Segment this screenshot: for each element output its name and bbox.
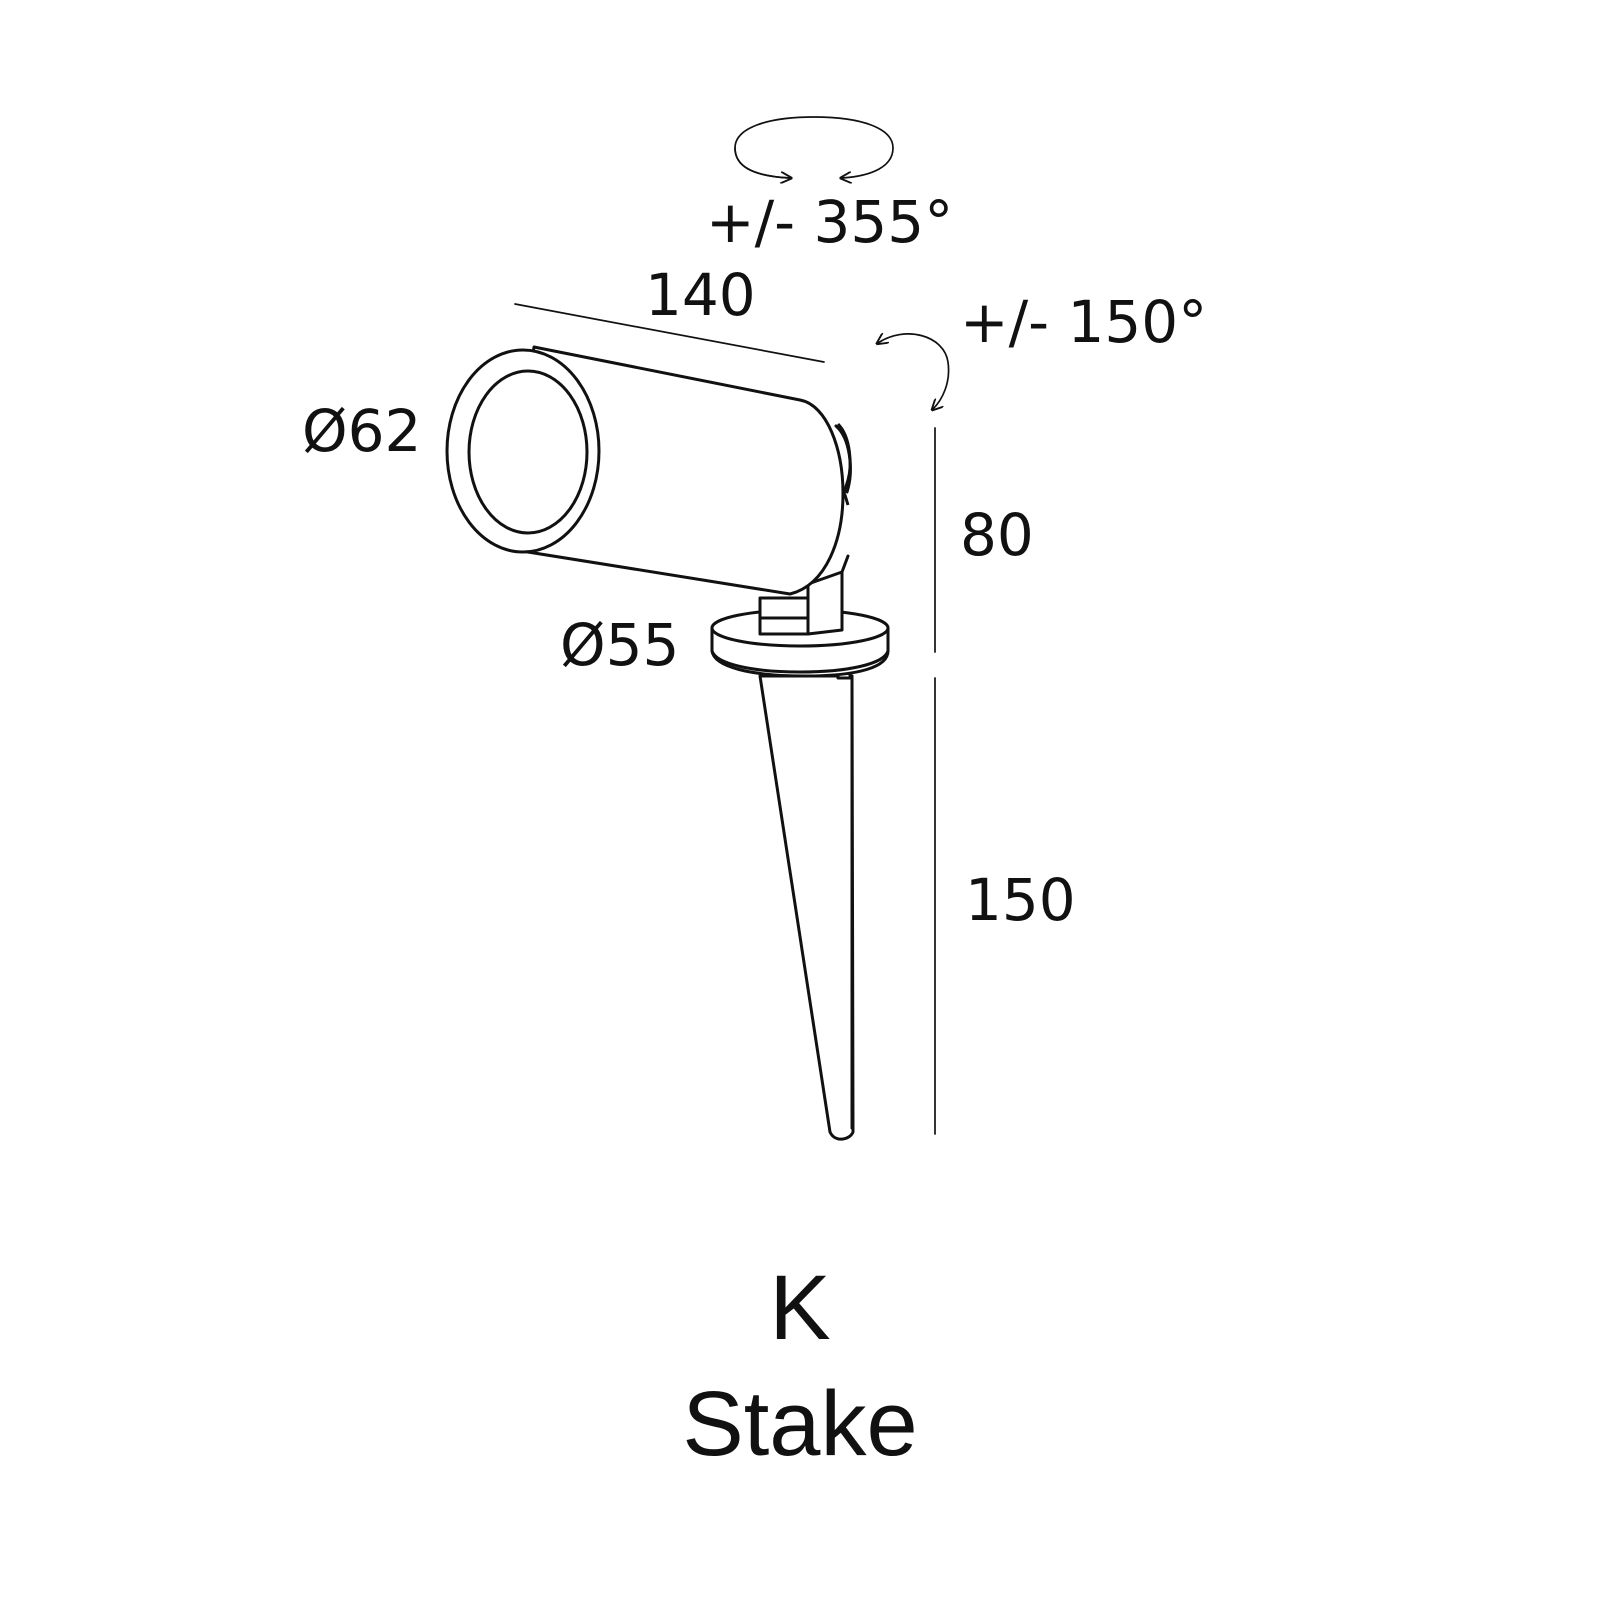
rotation-indicator xyxy=(734,116,894,178)
product-code: K xyxy=(769,1257,831,1359)
lens-ring xyxy=(467,369,589,535)
base-diameter-label: Ø55 xyxy=(560,611,679,679)
stake-length-label: 150 xyxy=(965,866,1076,934)
spotlight-head xyxy=(445,345,852,596)
head-diameter-label: Ø62 xyxy=(302,397,421,465)
product-name: Stake xyxy=(682,1373,918,1475)
length-dimension-line xyxy=(514,303,825,363)
tilt-angle-label: +/- 150° xyxy=(960,288,1207,356)
ground-spike xyxy=(758,668,855,1141)
height-label: 80 xyxy=(960,501,1034,569)
bracket-arm xyxy=(758,554,850,636)
tilt-indicator xyxy=(878,334,950,409)
rotation-angle-label: +/- 355° xyxy=(706,188,953,256)
length-label: 140 xyxy=(645,261,756,329)
